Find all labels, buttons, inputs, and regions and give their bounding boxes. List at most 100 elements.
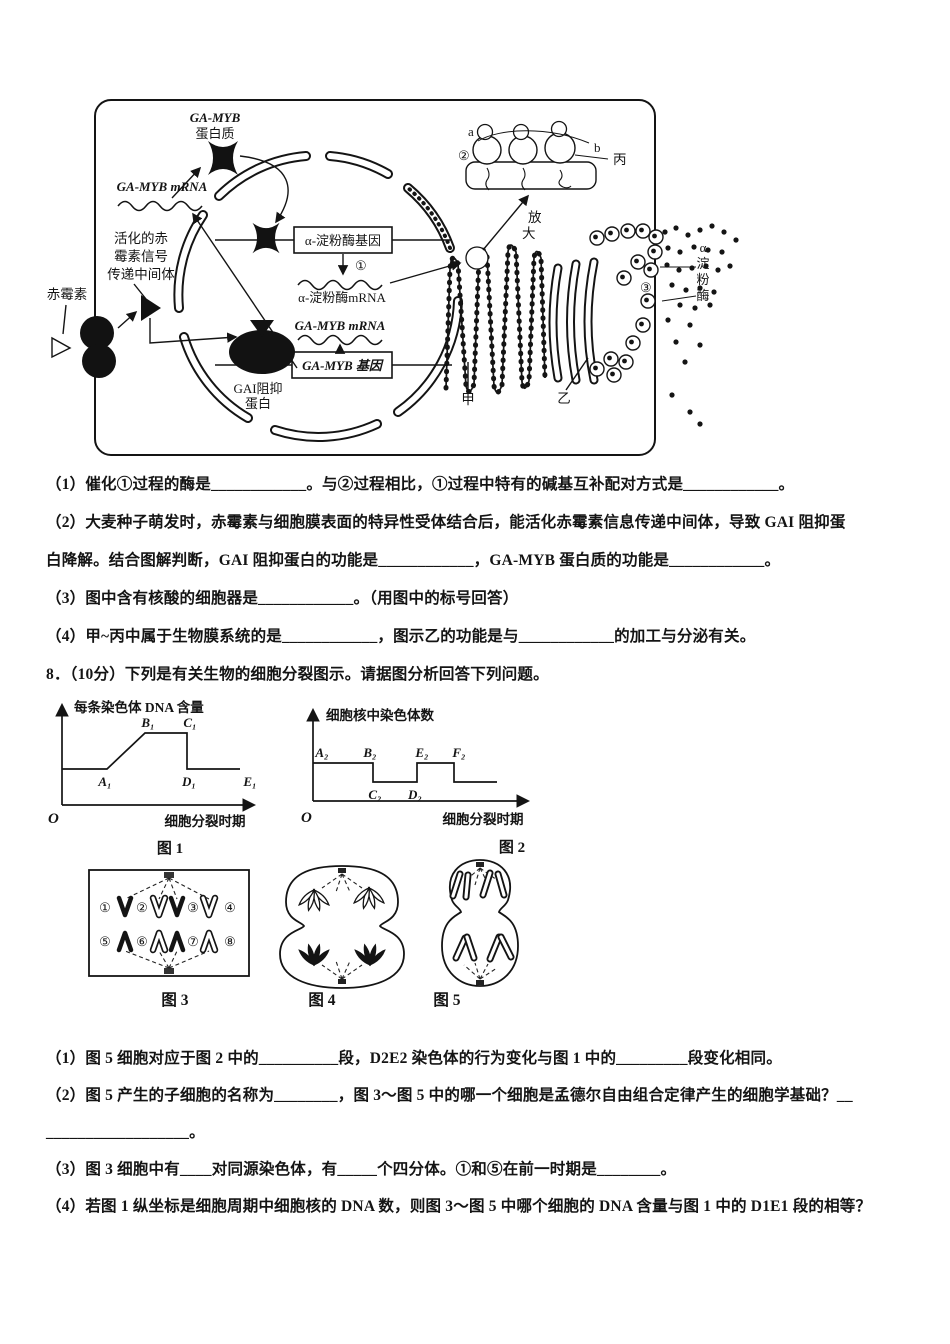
point-label: A₂ [314, 745, 328, 760]
rough-er [443, 242, 548, 395]
fig3-label-3: ③ [187, 900, 199, 915]
secreted-amylase-label1: α [700, 240, 707, 255]
chromosome-black [168, 930, 186, 953]
q7-line-5: （4）甲~丙中属于生物膜系统的是____________，图示乙的功能是与___… [46, 628, 756, 645]
secreted-amylase-label4: 酶 [696, 288, 709, 303]
dividing-cell-outline [441, 859, 519, 987]
chromosome-rods-top [449, 869, 508, 901]
q7-line-4: （3）图中含有核酸的细胞器是____________。（用图中的标号回答） [46, 590, 519, 607]
ga-myb-mrna-nuc-label: GA-MYB mRNA [295, 318, 386, 333]
point-label: B₂ [362, 745, 376, 760]
gai-label2: 蛋白 [245, 396, 271, 411]
aster-top [321, 873, 363, 893]
q8-line-4: （3）图 3 细胞中有____对同源染色体，有_____个四分体。①和⑤在前一时… [46, 1161, 677, 1178]
ga-myb-mrna-top-wave [117, 200, 203, 212]
centriole-top [338, 868, 346, 873]
ga-myb-mrna-nuc-wave [297, 334, 383, 346]
point-label: D₁ [181, 774, 196, 789]
fig3-caption: 图 3 [161, 992, 189, 1009]
point-label: A₁ [97, 774, 111, 789]
chart1-ylabel: 每条染色体 DNA 含量 [74, 699, 204, 715]
magnify-label2: 大 [522, 226, 536, 241]
centriole-top [476, 862, 484, 867]
q8-intro: 8．（10分）下列是有关生物的细胞分裂图示。请据图分析回答下列问题。 [46, 666, 549, 683]
magnified-region-circle [465, 246, 489, 270]
chromosome-white [199, 894, 219, 919]
chart1-origin: O [48, 811, 59, 827]
receptor-blob [80, 316, 114, 350]
chart2-origin: O [301, 810, 312, 826]
polysome-inset: a b ② 丙 [458, 120, 627, 191]
aster-bottom [321, 960, 363, 980]
cell-signaling-diagram: α-淀粉酶基因 GA-MYB 基因 ① α-淀粉酶mRNA GA-MYB mRN… [47, 99, 739, 456]
mrna-to-er-arrow [389, 260, 462, 284]
step1-label: ① [355, 258, 367, 273]
activated-signal-label1: 活化的赤 [114, 231, 168, 246]
point-label: D₂ [407, 787, 422, 802]
chart1-caption: 图 1 [157, 840, 183, 857]
centriole-bottom [338, 979, 346, 984]
magnify-label1: 放 [528, 210, 542, 225]
chart-figure1: 每条染色体 DNA 含量 细胞分裂时期 O 图 1 A₁ B₁ C₁ D₁ E₁ [48, 699, 257, 857]
q7-line-3: 白降解。结合图解判断，GAI 阻抑蛋白的功能是____________，GA-M… [46, 552, 781, 569]
dividing-cell-outline [279, 865, 405, 989]
gai-top-triangle [250, 320, 274, 337]
point-label: E₁ [242, 774, 256, 789]
golgi-label-yi: 乙 [557, 391, 571, 406]
chart2-caption: 图 2 [499, 839, 525, 856]
figure3-metaphase-cell: ① ② ③ ④ ⑤ ⑥ ⑦ ⑧ [88, 869, 250, 977]
fig3-label-1: ① [99, 900, 111, 915]
chart2-xlabel: 细胞分裂时期 [443, 811, 524, 827]
series-line [313, 762, 497, 783]
ga-myb-mrna-top-label: GA-MYB mRNA [117, 179, 208, 194]
figure4-telophase-cell [279, 865, 405, 989]
activated-signal-label3: 传递中间体 [107, 267, 175, 282]
q7-line-2: （2）大麦种子萌发时，赤霉素与细胞膜表面的特异性受体结合后，能活化赤霉素信息传递… [46, 514, 846, 531]
step2-label: ② [458, 148, 470, 163]
secretory-vesicles [589, 223, 664, 383]
q7-line-1: （1）催化①过程的酶是____________。与②过程相比，①过程中特有的碱基… [46, 476, 795, 493]
fig3-label-8: ⑧ [224, 934, 236, 949]
point-label: C₂ [368, 787, 381, 802]
gai-repressor-blob [229, 330, 295, 374]
amylase-gene-label: α-淀粉酶基因 [305, 233, 381, 248]
chart1-xlabel: 细胞分裂时期 [165, 813, 246, 829]
fig4-caption: 图 4 [308, 992, 336, 1009]
ga-myb-protein-label2: 蛋白质 [195, 126, 234, 141]
signal-to-gai-arrow [149, 318, 238, 344]
ga-myb-gene-label: GA-MYB 基因 [302, 358, 384, 373]
question7-block: （1）催化①过程的酶是____________。与②过程相比，①过程中特有的碱基… [46, 466, 926, 694]
secreted-amylase-label3: 粉 [696, 272, 709, 287]
secreted-enzyme-dots [662, 223, 739, 427]
gibberellin-molecule-icon [51, 336, 72, 359]
activated-signal-label2: 霉素信号 [114, 249, 168, 264]
spindle-pole-bottom [164, 968, 174, 974]
er-label-jia: 甲 [461, 392, 475, 407]
gibberellin-label: 赤霉素 [47, 287, 88, 302]
point-label: C₁ [183, 715, 196, 730]
ga-myb-gene-box [291, 351, 393, 379]
point-label: E₂ [414, 745, 428, 760]
fig3-label-2: ② [136, 900, 148, 915]
amylase-gene-box [293, 226, 393, 254]
centriole-bottom [476, 980, 484, 985]
q8-line-2: （2）图 5 产生的子细胞的名称为________，图 3～图 5 中的哪一个细… [46, 1087, 853, 1104]
chromosome-black [116, 930, 134, 953]
label-b: b [594, 140, 601, 155]
q8-line-3: __________________。 [46, 1124, 205, 1141]
spindle-pole-top [164, 872, 174, 878]
protein-to-gene-arrow [239, 155, 289, 224]
point-label: B₁ [140, 715, 154, 730]
signal-intermediate-icon [141, 295, 161, 321]
point-label: F₂ [451, 745, 465, 760]
fig3-label-5: ⑤ [99, 934, 111, 949]
question8-block: （1）图 5 细胞对应于图 2 中的__________段，D2E2 染色体的行… [46, 1040, 936, 1225]
fig3-label-4: ④ [224, 900, 236, 915]
chromosome-white [149, 894, 169, 919]
secreted-amylase-label2: 淀 [696, 256, 709, 271]
translation-arrow [171, 166, 202, 199]
chromosome-white [199, 929, 219, 954]
amylase-mrna-label: α-淀粉酶mRNA [298, 290, 386, 305]
